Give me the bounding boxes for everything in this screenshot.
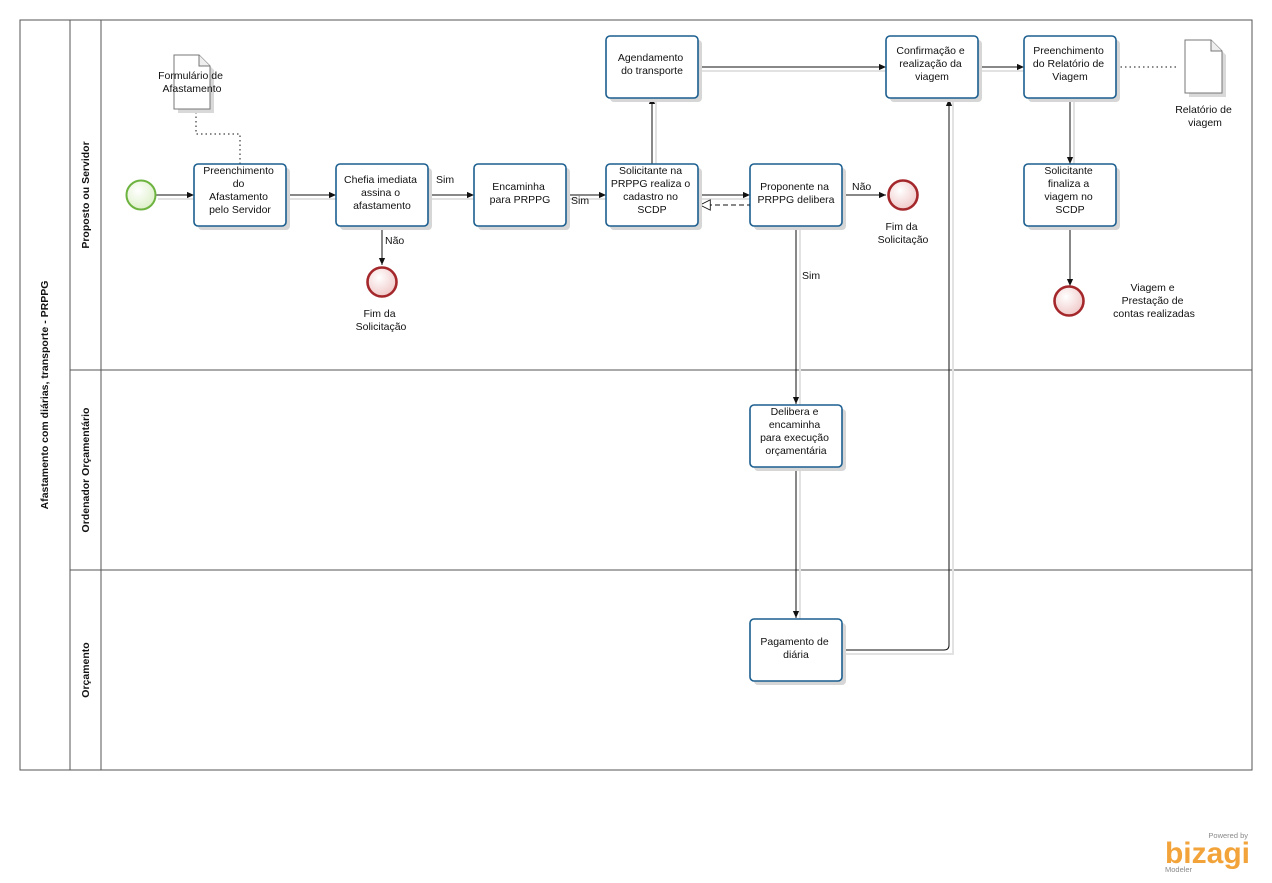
flow-label-encaminha-sim: Sim <box>571 195 589 207</box>
svg-text:Relatório de viagem: Relatório de viagem <box>1175 104 1235 129</box>
lane-label-ordenador: Ordenador Orçamentário <box>80 408 92 533</box>
task-text: afastamento <box>353 200 411 212</box>
task-text: Afastamento <box>209 191 268 203</box>
task-text: viagem no <box>1044 191 1093 203</box>
task-preenchimento-relatorio[interactable]: Preenchimento do Relatório de Viagem <box>1023 35 1120 102</box>
task-text: finaliza a <box>1048 178 1090 190</box>
end-event-label: Fim da <box>363 308 395 320</box>
end-event-label: Fim da <box>885 221 917 233</box>
end-event-label: Solicitação <box>356 321 407 333</box>
task-agendamento-transporte[interactable]: Agendamento do transporte <box>605 35 702 102</box>
task-text: do Relatório de <box>1033 58 1104 70</box>
task-confirmacao-viagem[interactable]: Confirmação e realização da viagem <box>885 35 982 102</box>
end-event-label: Prestação de <box>1122 295 1184 307</box>
flow-label-proponente-nao: Não <box>852 181 871 193</box>
task-text: para execução <box>760 432 829 444</box>
task-text: Solicitante na <box>619 165 682 177</box>
task-text: Delibera e <box>771 406 819 418</box>
lane-label-proposto: Proposto ou Servidor <box>80 141 92 248</box>
svg-text:Agendamento do transport: Agendamento do transporte <box>618 52 686 77</box>
task-text: orçamentária <box>765 445 826 457</box>
task-text: PRPPG delibera <box>757 194 834 206</box>
task-text: do <box>233 178 245 190</box>
task-text: Viagem <box>1052 71 1088 83</box>
pool-title: Afastamento com diárias, transporte - PR… <box>39 281 51 510</box>
powered-by-text: Powered by <box>1208 831 1248 840</box>
task-finaliza-viagem[interactable]: Solicitante finaliza a viagem no SCDP <box>1023 163 1120 230</box>
document-label: viagem <box>1188 117 1222 129</box>
end-event-fim-proponente[interactable]: Fim da Solicitação <box>878 179 929 247</box>
task-text: PRPPG realiza o <box>611 178 691 190</box>
flow-pagamento-confirmacao <box>842 99 953 651</box>
task-text: Preenchimento <box>203 165 274 177</box>
association-formulario <box>195 112 241 164</box>
document-label: Formulário de <box>158 70 223 82</box>
flow-label-proponente-sim: Sim <box>802 270 820 282</box>
task-text: do transporte <box>621 65 683 77</box>
task-text: Pagamento de <box>760 636 828 648</box>
task-delibera-encaminha[interactable]: Delibera e encaminha para execução orçam… <box>749 404 846 471</box>
task-text: viagem <box>915 71 949 83</box>
svg-text:Confirmação e realização: Confirmação e realização da viagem <box>896 45 967 83</box>
task-text: realização da <box>899 58 962 70</box>
svg-text:Formulário de Afastament: Formulário de Afastamento <box>158 70 226 95</box>
svg-text:Preenchimento do A: Preenchimento do Afastamento pelo Servid… <box>203 165 277 216</box>
task-preenchimento-afastamento[interactable]: Preenchimento do Afastamento pelo Servid… <box>193 163 290 230</box>
task-text: Preenchimento <box>1033 45 1104 57</box>
task-text: diária <box>783 649 809 661</box>
end-event-viagem-realizada[interactable]: Viagem e Prestação de contas realizadas <box>1053 282 1195 320</box>
end-event-label: contas realizadas <box>1113 308 1195 320</box>
brand-text: bizagi <box>1165 837 1250 870</box>
task-text: encaminha <box>769 419 821 431</box>
task-text: cadastro no <box>623 191 678 203</box>
end-event-label: Viagem e <box>1130 282 1174 294</box>
task-text: assina o <box>361 187 400 199</box>
task-text: Agendamento <box>618 52 684 64</box>
flow-label-chefia-nao: Não <box>385 235 404 247</box>
flow-labels: Sim Não Sim Não Sim <box>385 174 871 282</box>
task-text: para PRPPG <box>490 194 551 206</box>
svg-text:Delibera e encaminha: Delibera e encaminha para execução orçam… <box>760 406 832 457</box>
task-text: SCDP <box>1055 204 1084 216</box>
svg-text:Fim da Solicitação: Fim da Solicitação <box>356 308 407 333</box>
document-formulario-afastamento[interactable]: Formulário de Afastamento <box>158 54 226 113</box>
task-text: Proponente na <box>760 181 829 193</box>
svg-text:Pagamento de diária: Pagamento de diária <box>760 636 831 661</box>
document-label: Relatório de <box>1175 104 1232 116</box>
end-event-fim-chefia[interactable]: Fim da Solicitação <box>356 266 407 334</box>
svg-text:Fim da Solicitação: Fim da Solicitação <box>878 221 929 246</box>
task-text: Encaminha <box>492 181 545 193</box>
svg-text:Chefia imediata assina o: Chefia imediata assina o afastamento <box>344 174 420 212</box>
svg-text:Preenchimento do Relatór: Preenchimento do Relatório de Viagem <box>1033 45 1107 83</box>
start-event[interactable] <box>125 179 157 211</box>
lane-label-orcamento: Orçamento <box>80 642 92 697</box>
svg-text:Solicitante finaliza a: Solicitante finaliza a viagem no SCDP <box>1044 165 1095 216</box>
task-text: SCDP <box>637 204 666 216</box>
svg-text:Solicitante na PRPPG rea: Solicitante na PRPPG realiza o cadastro … <box>611 165 693 216</box>
document-label: Afastamento <box>163 83 222 95</box>
svg-text:Encaminha para PRPPG: Encaminha para PRPPG <box>490 181 551 206</box>
flow-shadows <box>158 70 1075 655</box>
task-pagamento-diaria[interactable]: Pagamento de diária <box>749 618 846 685</box>
task-encaminha-prppg[interactable]: Encaminha para PRPPG <box>473 163 570 230</box>
flow-label-chefia-sim: Sim <box>436 174 454 186</box>
task-text: Solicitante <box>1044 165 1093 177</box>
task-text: Chefia imediata <box>344 174 417 186</box>
product-text: Modeler <box>1165 865 1193 874</box>
svg-text:Viagem e Prestação de: Viagem e Prestação de contas realizadas <box>1113 282 1195 320</box>
task-proponente-delibera[interactable]: Proponente na PRPPG delibera <box>749 163 846 230</box>
bizagi-logo: Powered by bizagi Modeler <box>1165 831 1250 874</box>
end-event-label: Solicitação <box>878 234 929 246</box>
task-text: Confirmação e <box>896 45 964 57</box>
task-text: pelo Servidor <box>209 204 271 216</box>
task-solicitante-cadastro[interactable]: Solicitante na PRPPG realiza o cadastro … <box>605 163 702 230</box>
svg-text:Proponente na PRPPG deli: Proponente na PRPPG delibera <box>757 181 834 206</box>
document-relatorio-viagem[interactable]: Relatório de viagem <box>1175 39 1235 129</box>
task-chefia-assina[interactable]: Chefia imediata assina o afastamento <box>335 163 432 230</box>
pool: Afastamento com diárias, transporte - PR… <box>19 19 1253 771</box>
sequence-flows <box>156 63 1176 651</box>
